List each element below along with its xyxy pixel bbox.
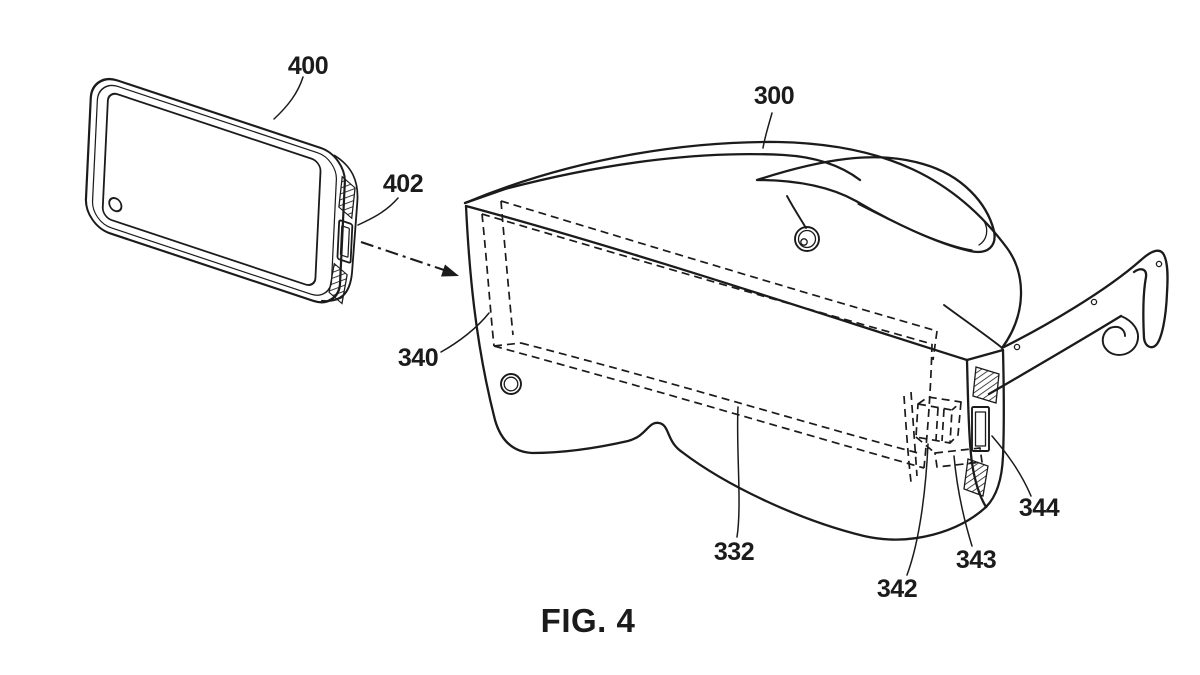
recess-wall-line-2 xyxy=(910,391,918,477)
mount-343-join xyxy=(915,436,936,454)
front-camera-icon-inner xyxy=(503,376,519,392)
headset-speaker-grille-icon xyxy=(972,366,1000,404)
headset-band-inner-right xyxy=(943,304,1002,348)
phone-connector-402-inner xyxy=(339,225,350,258)
phone-screen xyxy=(101,92,322,286)
phone-connector-402 xyxy=(336,219,354,264)
hidden-recess-dashed-lines xyxy=(481,200,983,483)
left-temple-arm-tip xyxy=(978,220,988,246)
phone-body-outline xyxy=(84,77,346,304)
ref-label-300: 300 xyxy=(754,82,794,110)
earbud-cable xyxy=(786,195,807,229)
ref-label-332: 332 xyxy=(714,538,754,566)
leader-343 xyxy=(953,455,973,547)
left-temple-arm-thickness xyxy=(857,203,973,251)
recess-right-inner xyxy=(932,330,938,361)
ref-label-402: 402 xyxy=(383,170,423,198)
insertion-arrow-head xyxy=(441,264,459,277)
ref-label-344: 344 xyxy=(1019,494,1060,522)
ref-label-400: 400 xyxy=(288,52,328,80)
insertion-arrow-shaft xyxy=(360,241,445,271)
recess-left-outer xyxy=(481,213,495,347)
headset-band-endcap xyxy=(463,187,507,205)
recess-bottom-outer xyxy=(493,345,925,469)
side-port-344-inner xyxy=(974,411,987,447)
recess-wall-line-1 xyxy=(903,395,912,483)
leader-300 xyxy=(762,112,773,149)
earbud-icon xyxy=(794,226,820,252)
right-ear-loop-curl xyxy=(1101,315,1139,356)
front-camera-icon xyxy=(500,373,522,395)
headset-illustration xyxy=(463,140,1169,541)
phone-speaker-grille-icon-2 xyxy=(328,262,348,305)
recess-corner-join xyxy=(493,342,522,347)
phone-side-edge xyxy=(321,154,359,302)
recess-top-inner xyxy=(500,200,938,332)
recess-bottom-inner xyxy=(520,342,919,454)
leader-400 xyxy=(273,76,304,120)
phone-bezel-outline xyxy=(91,84,337,296)
insertion-arrow xyxy=(360,241,459,277)
reference-labels: 400 402 300 340 332 342 343 344 xyxy=(288,52,1060,603)
headset-speaker-grille-icon-2 xyxy=(963,458,989,497)
headset-top-band-outer xyxy=(463,140,1023,350)
right-temple-arm-ear-hook xyxy=(1000,249,1169,350)
connector-342-top xyxy=(917,396,962,411)
connector-342-side xyxy=(949,401,962,444)
leader-340 xyxy=(440,312,490,353)
phone-speaker-grille-icon xyxy=(338,175,356,220)
ref-label-342: 342 xyxy=(877,575,917,603)
connector-342-pin-2 xyxy=(941,408,945,442)
earbud-icon-center xyxy=(800,238,808,246)
connector-342-front xyxy=(915,403,953,444)
headset-front-top-edge xyxy=(464,204,969,362)
headset-top-band-inner xyxy=(503,152,862,191)
arm-hole-icon-2 xyxy=(1090,298,1098,306)
arm-hole-icon-1 xyxy=(1013,343,1021,351)
connector-342-pin-1 xyxy=(935,407,939,441)
recess-right-edge xyxy=(923,343,933,469)
headset-side-right-edge xyxy=(984,348,1005,509)
leader-332 xyxy=(736,406,740,538)
recess-left-inner xyxy=(500,200,514,336)
phone-camera-icon xyxy=(108,197,123,213)
ref-label-343: 343 xyxy=(956,546,996,574)
recess-top-outer xyxy=(481,213,933,345)
mount-343-outline xyxy=(934,447,983,468)
arm-hole-icon-3 xyxy=(1155,260,1163,268)
headset-side-top-edge xyxy=(965,348,1005,362)
leader-344 xyxy=(991,435,1032,497)
ref-label-340: 340 xyxy=(398,344,438,372)
earbud-icon-ring xyxy=(797,229,817,249)
smartphone-illustration xyxy=(84,77,359,305)
leader-342 xyxy=(906,443,929,576)
headset-front-outline-nose-notch xyxy=(464,204,988,541)
left-temple-arm-paddle xyxy=(755,156,996,254)
leader-lines xyxy=(273,76,1032,576)
figure-caption: FIG. 4 xyxy=(541,602,636,639)
side-port-344 xyxy=(971,406,990,452)
leader-402 xyxy=(357,197,399,226)
right-temple-arm-bottom xyxy=(987,314,1123,396)
